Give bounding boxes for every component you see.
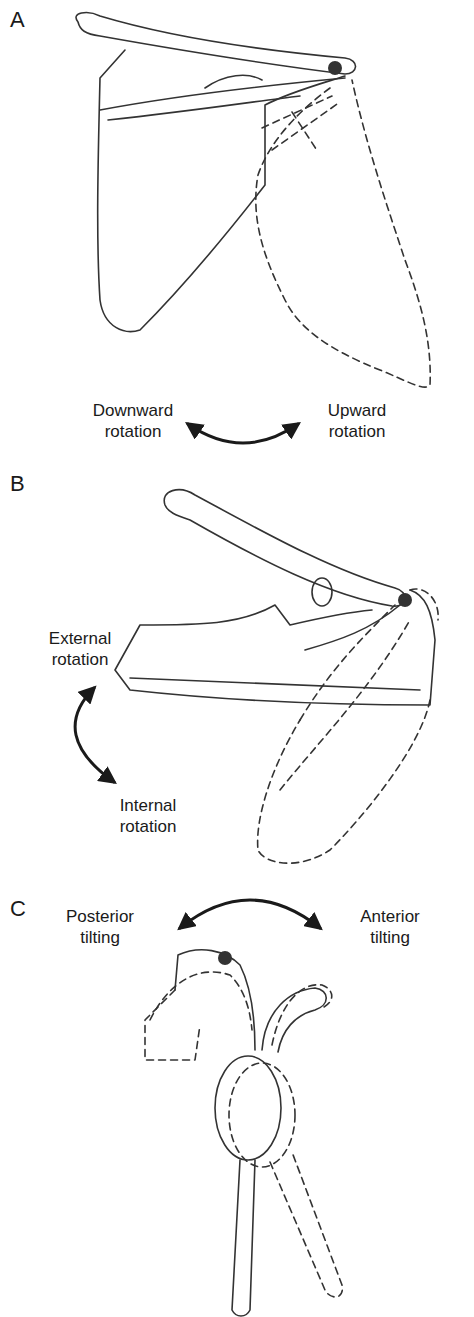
rotated-scapula-line (262, 96, 332, 128)
motion-label: Downward rotation (88, 400, 178, 443)
tilted-glenoid (229, 1063, 295, 1167)
glenoid-fossa (215, 1056, 281, 1160)
scapula-blade (232, 1160, 255, 1316)
rotated-scapula-line (410, 589, 438, 620)
motion-label: External rotation (30, 628, 130, 671)
acromion-ridge (205, 75, 262, 88)
motion-label: Internal rotation (98, 795, 198, 838)
glenoid-line (305, 605, 400, 650)
tilted-acromion (145, 990, 200, 1060)
rotated-scapula-line (280, 620, 410, 790)
acromion-outline (175, 950, 255, 1050)
panel-letter: B (10, 470, 40, 498)
motion-arrow (180, 900, 320, 928)
tilted-blade (270, 1152, 342, 1297)
clavicle-outline (76, 13, 355, 74)
rotated-scapula-outline (258, 700, 430, 863)
rotated-scapula-line (292, 112, 318, 152)
scapular-spine (108, 96, 300, 120)
tilted-coracoid (272, 985, 332, 1045)
rotated-scapula-line (272, 102, 340, 150)
panel-letter: A (10, 6, 40, 34)
coracoid-outline (262, 988, 326, 1052)
motion-arrow (75, 688, 114, 782)
tilted-acromion (150, 972, 252, 1030)
motion-arrow (188, 424, 298, 443)
motion-label: Upward rotation (312, 400, 402, 443)
coracoid-process (312, 578, 332, 606)
rotation-axis-dot (218, 951, 232, 965)
rotation-axis-dot (398, 593, 412, 607)
scapula-outline (115, 590, 435, 705)
scapula-outline (98, 50, 345, 331)
motion-label: Posterior tilting (50, 906, 150, 949)
motion-label: Anterior tilting (340, 906, 440, 949)
rotated-scapula-line (300, 605, 395, 720)
clavicle-outline (164, 490, 405, 606)
rotated-scapula-outline (256, 80, 430, 387)
scapular-spine (130, 678, 420, 690)
panel-letter: C (10, 895, 40, 923)
rotation-axis-dot (328, 61, 342, 75)
